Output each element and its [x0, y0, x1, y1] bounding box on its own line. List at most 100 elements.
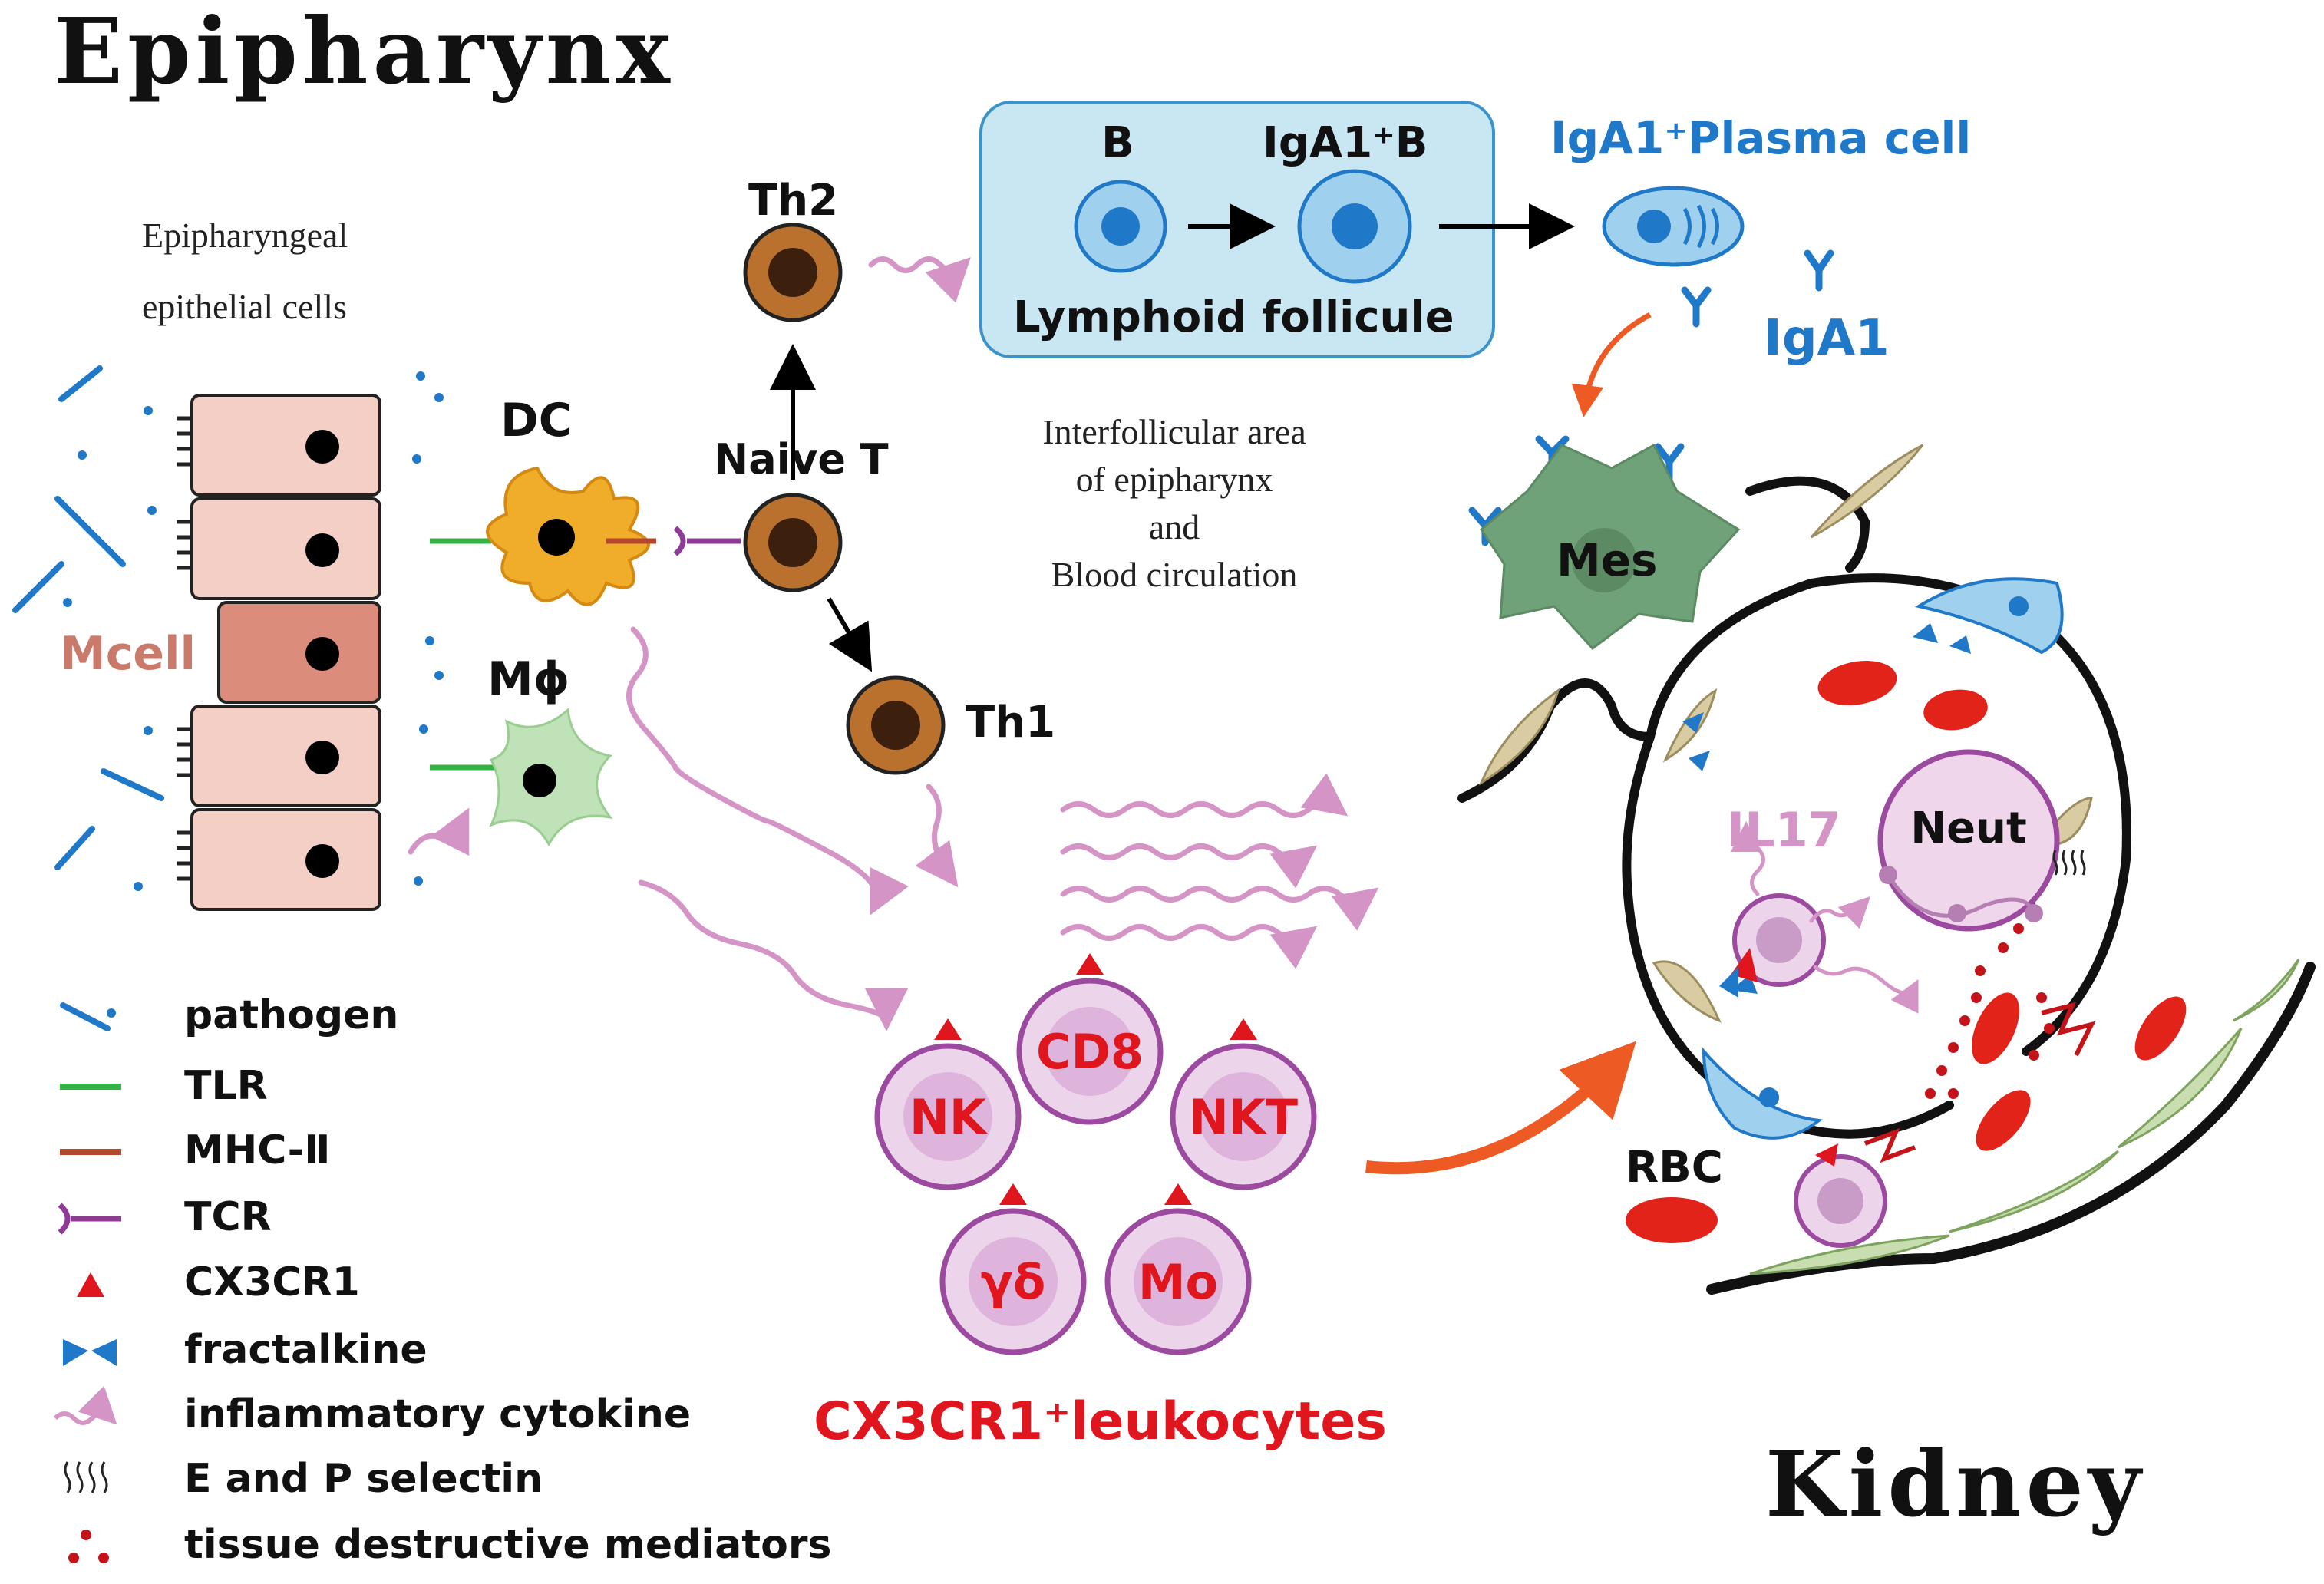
- glomerular-t-cell: [1719, 893, 1826, 998]
- interfollicular-line1: Interfollicular area: [1042, 412, 1306, 451]
- epithelial-cell: [190, 705, 381, 807]
- plasma-cell-label: IgA1⁺Plasma cell: [1550, 112, 1971, 164]
- legend-label-pathogen: pathogen: [184, 992, 398, 1038]
- macrophage: Mϕ: [430, 652, 613, 847]
- cytokine-to-kidney-3: [1060, 886, 1379, 931]
- iga1-label: IgA1: [1764, 310, 1890, 367]
- th2-cell: Th2: [743, 176, 843, 322]
- nucleus: [305, 741, 339, 774]
- legend-label-selectin: E and P selectin: [184, 1456, 543, 1502]
- cx3cr1-receptor: [1230, 1018, 1257, 1040]
- epithelial-cell: [190, 808, 381, 911]
- th1-label: Th1: [966, 698, 1055, 747]
- naive-t-cell: Naive T: [673, 435, 889, 592]
- bowman-capsule-top: [1745, 476, 1870, 573]
- dc-label: DC: [500, 394, 573, 447]
- selectin-marker: [2052, 850, 2086, 876]
- nucleus: [305, 430, 339, 464]
- epithelial-cells-label-line1: Epipharyngeal: [142, 216, 348, 255]
- kidney-title: Kidney: [1765, 1431, 2145, 1537]
- dendritic-cell: DC: [430, 394, 656, 606]
- microvilli: [177, 416, 192, 881]
- leukocyte-label: NKT: [1189, 1089, 1298, 1145]
- leukocyte-label: CD8: [1036, 1024, 1144, 1080]
- macrophage-nucleus: [523, 764, 556, 797]
- cx3cr1-receptor: [1164, 1183, 1192, 1205]
- leukocyte-label: Mo: [1138, 1254, 1218, 1310]
- nucleus: [305, 533, 339, 567]
- cytokine-waves: [408, 256, 1379, 1031]
- tcr-receptor: [673, 526, 686, 556]
- cytokine-to-leukocytes-1: [626, 626, 909, 916]
- cytokine-icon: [53, 1385, 117, 1425]
- neutrophil: Neut: [1877, 749, 2060, 932]
- interfollicular-line4: Blood circulation: [1051, 555, 1298, 594]
- epithelial-cell: [190, 394, 381, 497]
- legend-label-fractalkine: fractalkine: [184, 1327, 427, 1373]
- legend-label-tcr: TCR: [184, 1194, 272, 1240]
- interfollicular-text: Interfollicular area of epipharynx and B…: [1042, 412, 1306, 594]
- interfollicular-line2: of epipharynx: [1076, 460, 1273, 499]
- leukocyte-cd8: CD8: [1016, 953, 1164, 1125]
- legend-label-tlr: TLR: [184, 1063, 268, 1109]
- b-cell-label: B: [1101, 118, 1134, 168]
- epithelium: Epipharyngeal epithelial cells Mcell: [12, 216, 444, 911]
- epithelial-cells-label-line2: epithelial cells: [142, 287, 347, 326]
- cytokine-to-kidney-2: [1060, 843, 1318, 889]
- cx3cr1-icon: [77, 1272, 104, 1297]
- mcell-label: Mcell: [60, 627, 196, 681]
- nucleus: [305, 844, 339, 878]
- tcr-icon: [58, 1203, 121, 1235]
- neut-label: Neut: [1910, 804, 2026, 853]
- arrow-iga1-to-mesangium: [1571, 312, 1652, 417]
- naive-t-label: Naive T: [714, 435, 889, 483]
- epithelial-cell: [190, 497, 381, 600]
- blue-endothelial-cells: [1702, 577, 2064, 1140]
- pathogen-icon: [60, 1002, 116, 1031]
- fractalkine-icon: [63, 1339, 117, 1366]
- th2-label: Th2: [748, 176, 838, 226]
- epipharynx-title: Epipharynx: [54, 0, 675, 104]
- th1-cell: Th1: [846, 675, 1055, 775]
- plasma-cell: IgA1⁺Plasma cell IgA1: [1550, 112, 1971, 367]
- legend-label-cx3cr1: CX3CR1: [184, 1259, 360, 1305]
- leukocyte-mo: Mo: [1104, 1183, 1252, 1355]
- arrow-leukocytes-to-kidney: [1365, 1041, 1636, 1175]
- cytokine-to-kidney-1: [1060, 773, 1349, 818]
- mes-label: Mes: [1556, 534, 1658, 586]
- legend-label-mediator: tissue destructive mediators: [184, 1522, 831, 1568]
- pathogens: [12, 365, 444, 891]
- lymphoid-follicule: B IgA1⁺B Lymphoid follicule: [979, 101, 1495, 358]
- dc-nucleus: [538, 519, 575, 556]
- infiltrating-leukocyte: [1794, 1143, 1887, 1248]
- cx3cr1-receptor: [934, 1018, 962, 1040]
- legend-label-cytokine: inflammatory cytokine: [184, 1391, 691, 1437]
- interfollicular-line3: and: [1149, 507, 1200, 546]
- iga1-b-label: IgA1⁺B: [1263, 118, 1428, 168]
- capillary-wall-left: [1457, 678, 1655, 803]
- cytokine-to-leukocytes-2: [638, 879, 908, 1031]
- leukocyte-label: γδ: [981, 1254, 1046, 1310]
- leukocyte-γδ: γδ: [939, 1183, 1087, 1355]
- cx3cr1-receptor: [1076, 953, 1104, 975]
- leukocyte-nk: NK: [874, 1018, 1022, 1190]
- nucleus: [305, 637, 339, 671]
- rupture-mark: [2041, 1002, 2096, 1057]
- leukocyte-nkt: NKT: [1170, 1018, 1317, 1190]
- rupture-mark: [1863, 1127, 1916, 1163]
- cx3cr1-receptor: [999, 1183, 1027, 1205]
- leukocyte-label: NK: [909, 1089, 988, 1145]
- red-blood-cells: [1626, 660, 2187, 1243]
- cytokine-epithelium-to-macrophage: [408, 807, 470, 856]
- selectin-icon: [64, 1461, 108, 1493]
- leukocytes-caption: CX3CR1⁺leukocytes: [814, 1391, 1387, 1452]
- lymphoid-follicule-label: Lymphoid follicule: [1013, 292, 1454, 342]
- legend-label-mhc-ii: MHC-Ⅱ: [184, 1127, 330, 1173]
- cytokine-th1-to-leukocytes: [915, 784, 959, 888]
- cytokine-th2-to-follicule: [868, 256, 971, 303]
- glomerulus: Mes: [1457, 443, 2316, 1295]
- epithelial-lining: [1749, 959, 2300, 1275]
